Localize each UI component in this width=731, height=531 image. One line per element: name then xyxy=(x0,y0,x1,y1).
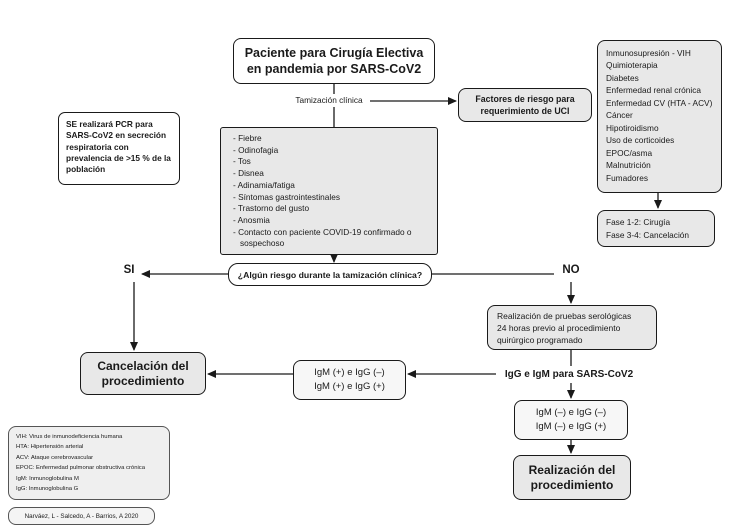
list-item: IgG: Inmunoglobulina G xyxy=(16,486,79,493)
list-item: IgM (+) e IgG (–) xyxy=(314,366,385,378)
list-item: IgM (+) e IgG (+) xyxy=(314,381,385,392)
list-item: IgM (–) e IgG (–) xyxy=(535,406,607,418)
list-item: Disnea xyxy=(229,168,429,180)
igg-igm-sars-label: IgG e IgM para SARS-CoV2 xyxy=(498,367,640,382)
list-item: IgM (–) e IgG (+) xyxy=(535,421,607,432)
list-item: Odinofagia xyxy=(229,145,429,157)
yes-branch-label: SI xyxy=(118,264,140,276)
list-item: Realización del xyxy=(528,462,616,477)
no-branch-label: NO xyxy=(556,264,586,276)
list-item: Inmunosupresión - VIH xyxy=(606,48,691,58)
list-item: Anosmia xyxy=(229,215,429,227)
list-item: HTA: Hipertensión arterial xyxy=(16,444,84,451)
authors-credit-box: Narváez, L - Salcedo, A - Barrios, A 202… xyxy=(8,507,155,525)
list-item: Adinamia/fatiga xyxy=(229,180,429,192)
tamizacion-clinica-label: Tamización clínica xyxy=(288,94,370,107)
list-item: Cáncer xyxy=(606,110,633,121)
list-item: Cancelación del xyxy=(97,358,189,373)
list-item: procedimiento xyxy=(101,373,185,388)
list-item: Fase 3-4: Cancelación xyxy=(606,230,690,240)
list-item: Factores de riesgo para xyxy=(475,94,575,104)
list-item: requerimiento de UCI xyxy=(480,106,570,116)
list-item: Hipotiroidismo xyxy=(606,122,659,133)
list-item: Malnutrición xyxy=(606,160,651,171)
list-item: Contacto con paciente COVID-19 confirmad… xyxy=(229,227,429,250)
list-item: VIH: Virus de inmunodeficiencia humana xyxy=(16,434,123,440)
list-item: EPOC: Enfermedad pulmonar obstructiva cr… xyxy=(16,465,145,472)
list-item: Paciente para Cirugía Electiva xyxy=(244,46,424,60)
list-item: ACV: Ataque cerebrovascular xyxy=(16,454,94,461)
list-item: procedimiento xyxy=(530,477,614,492)
pcr-note-box: SE realizará PCR para SARS-CoV2 en secre… xyxy=(58,112,180,185)
list-item: 24 horas previo al procedimiento xyxy=(497,323,621,334)
list-item: Fase 1-2: Cirugía xyxy=(606,217,671,227)
list-item: EPOC/asma xyxy=(606,147,653,158)
list-item: Realización de pruebas serológicas xyxy=(497,311,632,321)
symptoms-list-box: FiebreOdinofagiaTosDisneaAdinamia/fatiga… xyxy=(220,127,438,255)
factores-riesgo-uci-box: Factores de riesgo para requerimiento de … xyxy=(458,88,592,122)
list-item: Enfermedad renal crónica xyxy=(606,85,702,96)
igm-negative-results-box: IgM (–) e IgG (–) IgM (–) e IgG (+) xyxy=(514,400,628,440)
list-item: Trastorno del gusto xyxy=(229,203,429,215)
list-item: Diabetes xyxy=(606,72,639,83)
list-item: en pandemia por SARS-CoV2 xyxy=(246,62,422,76)
title-box: Paciente para Cirugía Electiva en pandemi… xyxy=(233,38,435,84)
list-item: Fumadores xyxy=(606,172,648,183)
list-item: Quimioterapia xyxy=(606,60,658,71)
list-item: IgM: Inmunoglobulina M xyxy=(16,475,79,482)
list-item: Fiebre xyxy=(229,133,429,145)
igm-positive-results-box: IgM (+) e IgG (–) IgM (+) e IgG (+) xyxy=(293,360,406,400)
list-item: Uso de corticoides xyxy=(606,135,675,146)
list-item: quirúrgico programado xyxy=(497,335,583,346)
pruebas-serologicas-box: Realización de pruebas serológicas 24 hor… xyxy=(487,305,657,350)
list-item: Síntomas gastrointestinales xyxy=(229,192,429,204)
list-item: Enfermedad CV (HTA - ACV) xyxy=(606,97,713,108)
decision-question-box: ¿Algún riesgo durante la tamización clín… xyxy=(228,263,432,286)
list-item: Tos xyxy=(229,156,429,168)
